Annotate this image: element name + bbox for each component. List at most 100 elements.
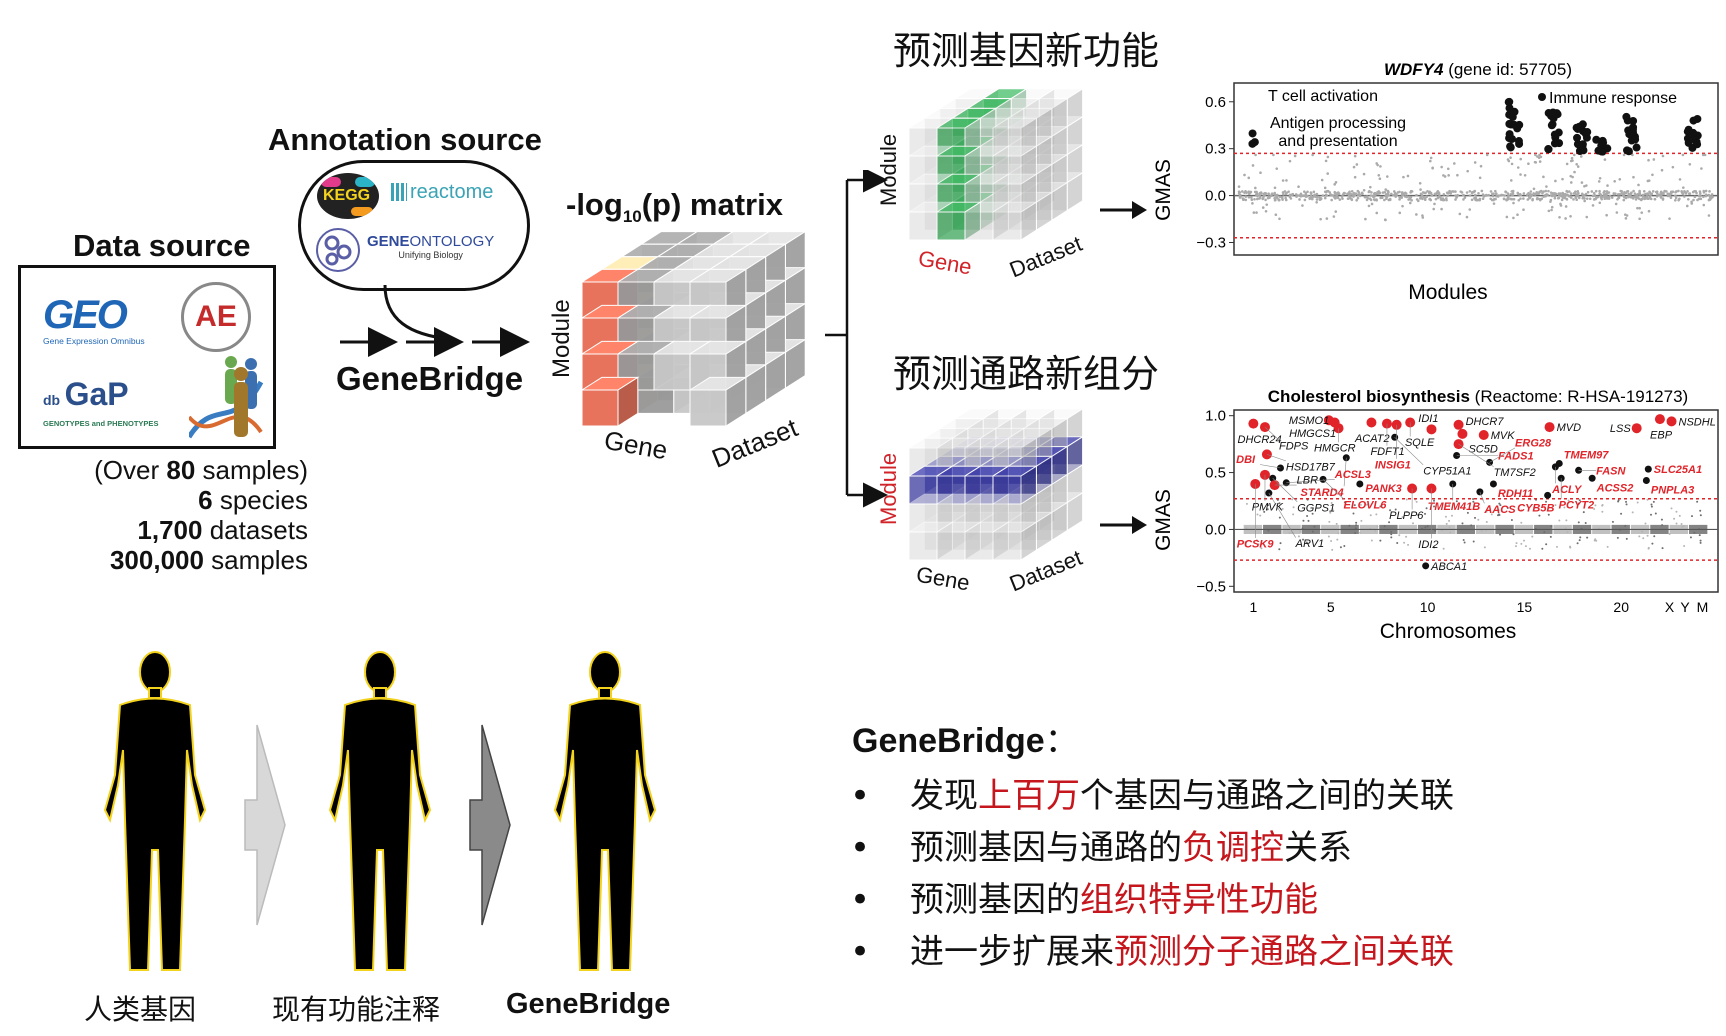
module-point xyxy=(1355,198,1358,202)
module-point xyxy=(1629,192,1633,196)
gene-point xyxy=(1506,506,1509,509)
module-point xyxy=(1553,194,1557,198)
gene-point xyxy=(1682,525,1685,528)
gene-dot xyxy=(192,699,196,704)
gene-dot xyxy=(205,959,209,963)
gene-dot xyxy=(152,858,157,862)
wdfy4-gmas-chart: 0.60.30.0−0.3 WDFY4 (gene id: 57705) Mod… xyxy=(1152,60,1719,304)
gene-dot xyxy=(117,936,122,941)
gene-dot xyxy=(408,892,412,896)
gene-dot xyxy=(125,676,130,681)
module-point xyxy=(1494,192,1498,195)
gene-dot xyxy=(99,907,103,911)
gene-point xyxy=(1291,498,1294,501)
gene-dot xyxy=(105,850,110,855)
gene-dot xyxy=(107,653,112,658)
gene-dot xyxy=(656,941,659,944)
gene-dot xyxy=(653,853,655,856)
gene-point xyxy=(1616,536,1619,539)
module-point xyxy=(1285,179,1288,182)
gene-point xyxy=(1631,511,1634,514)
gene-dot xyxy=(195,749,199,753)
gene-dot xyxy=(650,777,654,780)
module-point xyxy=(1599,193,1602,196)
module-point xyxy=(1360,191,1364,195)
gene-dot xyxy=(203,879,205,884)
module-point xyxy=(1274,213,1278,217)
module-point xyxy=(1394,193,1397,196)
gene-label: TMEM97 xyxy=(1564,449,1610,461)
progress-arrow-icon xyxy=(244,724,286,926)
gene-dot xyxy=(359,694,363,697)
gene-point xyxy=(1266,508,1269,511)
gene-dot xyxy=(204,937,205,942)
gene-dot xyxy=(113,689,118,693)
module-point xyxy=(1237,185,1241,188)
module-point xyxy=(1615,211,1619,214)
gene-point xyxy=(1620,512,1623,515)
gene-dot xyxy=(194,904,199,909)
gene-dot xyxy=(204,907,205,911)
gene-dot xyxy=(179,664,183,668)
gene-point xyxy=(1699,514,1702,517)
gene-dot xyxy=(173,659,177,664)
gene-dot xyxy=(169,660,174,664)
module-point xyxy=(1436,189,1440,193)
gene-dot xyxy=(150,927,155,931)
gene-dot xyxy=(195,918,199,923)
gene-dot xyxy=(110,694,115,699)
annotation-immune: Immune response xyxy=(1549,90,1677,107)
module-point xyxy=(1661,198,1665,201)
gene-dot xyxy=(105,947,110,951)
gene-dot xyxy=(206,801,210,805)
gene-label: MVK xyxy=(1491,430,1516,442)
module-point xyxy=(1622,198,1626,202)
module-point xyxy=(1481,197,1485,201)
module-point xyxy=(1323,186,1327,190)
gene-dot xyxy=(643,927,646,930)
gene-dot xyxy=(105,886,106,890)
gene-point xyxy=(1528,547,1531,550)
module-point xyxy=(1512,216,1515,220)
module-point xyxy=(1707,198,1711,202)
module-point xyxy=(1447,174,1450,177)
gene-dot xyxy=(201,885,205,889)
gene-dot xyxy=(111,674,116,679)
gene-dot xyxy=(638,837,641,841)
gene-dot xyxy=(179,669,183,674)
gene-point xyxy=(1578,539,1581,542)
gene-point xyxy=(1313,525,1316,528)
gene-dot xyxy=(197,966,201,970)
gene-dot xyxy=(156,953,161,958)
significant-module-point xyxy=(1505,97,1514,106)
module-point xyxy=(1275,167,1279,170)
gene-dot xyxy=(115,934,120,939)
gene-dot xyxy=(109,715,113,720)
gene-label: DHCR24 xyxy=(1238,434,1282,446)
gene-dot xyxy=(172,672,176,676)
gene-dot xyxy=(564,806,568,809)
gene-point xyxy=(1650,505,1653,508)
module-point xyxy=(1265,203,1269,206)
module-point xyxy=(1544,189,1548,193)
gene-point xyxy=(1376,525,1379,528)
gene-dot xyxy=(557,860,561,864)
gene-dot xyxy=(112,815,117,819)
gene-point xyxy=(1515,542,1518,545)
gene-dot xyxy=(426,921,430,925)
module-point xyxy=(1554,179,1557,183)
module-point xyxy=(1430,193,1434,197)
gene-dot xyxy=(201,819,205,824)
gene-dot xyxy=(101,874,105,878)
gene-dot xyxy=(599,933,603,937)
module-point xyxy=(1711,195,1714,199)
gene-dot xyxy=(185,940,190,945)
gene-dot xyxy=(185,908,190,913)
gene-dot xyxy=(189,692,193,696)
module-point xyxy=(1454,190,1457,193)
gene-label: HSD17B7 xyxy=(1286,461,1336,473)
gene-dot xyxy=(394,684,398,687)
gene-dot xyxy=(187,672,192,677)
module-point xyxy=(1315,192,1319,196)
gene-dot xyxy=(555,729,557,732)
